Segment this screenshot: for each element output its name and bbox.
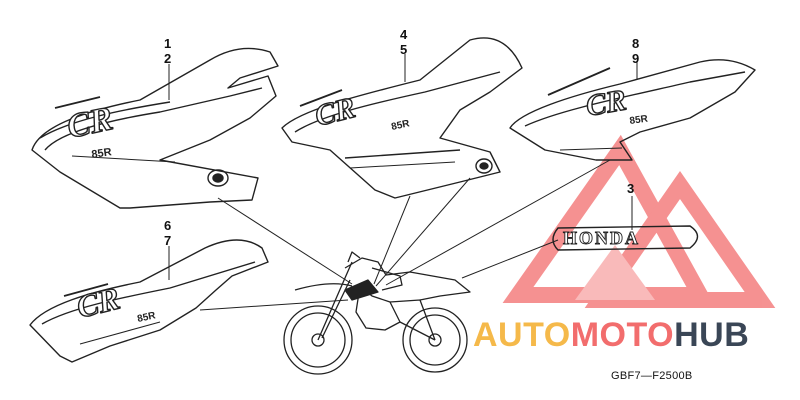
leader-lines (168, 54, 638, 311)
svg-text:CR: CR (583, 83, 628, 122)
svg-text:85R: 85R (629, 113, 649, 127)
watermark-text: AUTOMOTOHUB (473, 316, 749, 355)
watermark-hub: HUB (674, 316, 750, 354)
decal-shroud-4-5: CR 85R (281, 37, 523, 199)
svg-text:CR: CR (64, 100, 116, 146)
callout-7: 7 (164, 233, 172, 248)
callout-1: 1 (164, 36, 172, 51)
decal-shroud-6-7: CR 85R (29, 239, 269, 363)
svg-text:CR: CR (312, 91, 359, 133)
watermark-auto: AUTO (473, 316, 571, 354)
callout-9: 9 (632, 51, 640, 66)
diagram-code: GBF7—F2500B (611, 370, 693, 382)
watermark-moto: MOTO (570, 316, 675, 354)
watermark-logo (502, 134, 776, 308)
honda-text: HONDA (563, 228, 640, 248)
svg-text:85R: 85R (136, 310, 157, 325)
callout-3: 3 (627, 181, 635, 196)
callout-6: 6 (164, 218, 172, 233)
motorcycle-drawing (283, 251, 471, 375)
svg-text:CR: CR (73, 280, 123, 325)
honda-emblem-decal: HONDA (552, 225, 699, 251)
decal-shroud-8-9: CR 85R (509, 59, 756, 161)
callout-8: 8 (632, 36, 640, 51)
callout-4: 4 (400, 27, 408, 42)
svg-text:85R: 85R (91, 146, 113, 161)
svg-text:85R: 85R (390, 118, 411, 133)
callout-2: 2 (164, 51, 172, 66)
callout-5: 5 (400, 42, 408, 57)
decal-shroud-1-2: CR 85R (31, 47, 279, 209)
